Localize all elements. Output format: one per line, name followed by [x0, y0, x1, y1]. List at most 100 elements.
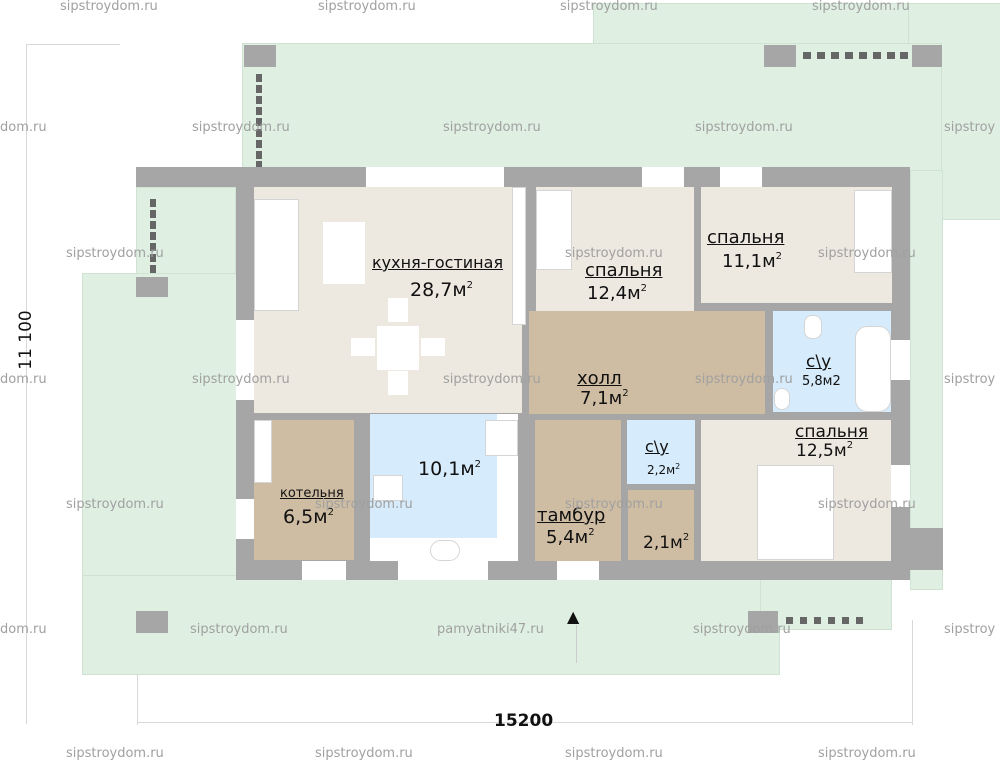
- room-name-bedroom-2: спальня: [707, 227, 785, 248]
- railing-dot: [150, 221, 156, 229]
- room-name-bedroom-3: спальня: [795, 422, 869, 442]
- toilet-icon: [804, 315, 822, 339]
- railing-dot: [831, 52, 839, 59]
- railing-dot: [256, 151, 262, 159]
- room-name-bathroom-1: с\у: [806, 352, 832, 372]
- railing-dot: [900, 52, 908, 59]
- railing-dot: [828, 617, 835, 624]
- sofa: [254, 199, 299, 311]
- dimension-line-horizontal: [137, 722, 913, 723]
- railing-dot: [842, 617, 849, 624]
- post-top-left: [244, 45, 276, 67]
- railing-dot: [256, 118, 262, 126]
- coffee-table: [323, 222, 365, 284]
- watermark: sipstroydom.ru: [66, 746, 164, 761]
- railing-dot: [150, 199, 156, 207]
- dining-table: [377, 326, 419, 370]
- bed: [854, 190, 892, 273]
- entrance-arrow-line: [576, 625, 577, 663]
- wall-top-left-ext: [136, 167, 238, 187]
- watermark: sipstroydom.ru: [315, 497, 413, 512]
- watermark: dom.ru: [0, 622, 47, 637]
- post-left-mid: [136, 277, 168, 297]
- watermark: sipstroydom.ru: [818, 497, 916, 512]
- room-storage[interactable]: [628, 490, 694, 560]
- railing-dot: [859, 52, 867, 59]
- window: [236, 320, 254, 400]
- room-area-storage: 2,1м2: [643, 532, 690, 553]
- terrace-right-strip: [910, 170, 943, 590]
- room-name-hall: холл: [577, 368, 622, 389]
- watermark: sipstroydom.ru: [60, 0, 158, 14]
- railing-dot: [814, 617, 821, 624]
- watermark: sipstroydom.ru: [695, 120, 793, 135]
- railing-dot: [803, 52, 811, 59]
- window: [398, 561, 488, 580]
- stove-icon: [373, 475, 403, 501]
- watermark: sipstroydom.ru: [443, 372, 541, 387]
- railing-dot: [150, 243, 156, 251]
- window: [891, 340, 910, 380]
- entrance-arrow-icon: ▲: [567, 607, 580, 626]
- railing-dot: [873, 52, 881, 59]
- room-name: кухня-гостиная: [372, 253, 504, 272]
- room-area-bathroom-1: 5,8м2: [802, 374, 841, 389]
- post-bottom-right: [748, 611, 778, 633]
- room-bathroom-2[interactable]: [627, 420, 695, 484]
- chair: [421, 338, 445, 356]
- railing-dot: [786, 617, 793, 624]
- railing-dot: [256, 74, 262, 82]
- railing-dot: [256, 96, 262, 104]
- kitchen-counter: [512, 187, 526, 325]
- watermark: sipstroydom.ru: [812, 0, 910, 14]
- dimension-line-vertical: [26, 44, 27, 724]
- railing-dot: [800, 617, 807, 624]
- room-area-bedroom-3: 12,5м2: [796, 440, 854, 461]
- watermark: sipstroy: [944, 622, 996, 637]
- railing-dot: [150, 254, 156, 262]
- watermark: sipstroydom.ru: [818, 746, 916, 761]
- railing-dot: [256, 129, 262, 137]
- room-area-bathroom-2: 2,2м2: [647, 462, 681, 477]
- washbasin-icon: [430, 540, 460, 561]
- railing-dot: [150, 210, 156, 218]
- room-area-hall: 7,1м2: [580, 388, 629, 409]
- entrance-door[interactable]: [557, 561, 599, 580]
- bathtub: [855, 326, 891, 412]
- room-area-bedroom-2: 11,1м2: [722, 251, 783, 272]
- window: [642, 167, 684, 187]
- watermark: sipstroydom.ru: [66, 246, 164, 261]
- room-hall-left[interactable]: [529, 358, 699, 414]
- watermark: sipstroydom.ru: [443, 120, 541, 135]
- watermark: sipstroydom.ru: [695, 372, 793, 387]
- room-label-kitchen-living: кухня-гостиная: [372, 253, 503, 272]
- window: [236, 499, 254, 539]
- room-vestibule[interactable]: [535, 420, 621, 561]
- dimension-height-label: 11 100: [16, 310, 36, 370]
- room-area-kitchen-living: 28,7м2: [410, 279, 474, 301]
- watermark: sipstroydom.ru: [190, 622, 288, 637]
- chair: [388, 298, 408, 322]
- watermark: sipstroydom.ru: [818, 246, 916, 261]
- railing-dot: [256, 161, 262, 169]
- watermark: sipstroydom.ru: [565, 497, 663, 512]
- railing-dot: [150, 232, 156, 240]
- watermark: sipstroy: [944, 120, 996, 135]
- double-bed: [757, 465, 834, 560]
- watermark: sipstroydom.ru: [192, 120, 290, 135]
- watermark: dom.ru: [0, 120, 47, 135]
- railing-dot: [817, 52, 825, 59]
- watermark: sipstroydom.ru: [318, 0, 416, 14]
- watermark: sipstroydom.ru: [560, 0, 658, 14]
- room-area-vestibule: 5,4м2: [546, 527, 595, 548]
- room-name-bathroom-2: с\у: [645, 437, 669, 456]
- window: [891, 465, 910, 507]
- post-bottom-left: [136, 611, 168, 633]
- railing-dot: [256, 85, 262, 93]
- dimension-tick-top: [26, 44, 120, 45]
- chair: [388, 371, 408, 395]
- room-name-boiler: котельня: [280, 486, 344, 501]
- post-top-right-a: [764, 45, 796, 67]
- terrace-bottom: [82, 575, 780, 675]
- window: [366, 167, 504, 187]
